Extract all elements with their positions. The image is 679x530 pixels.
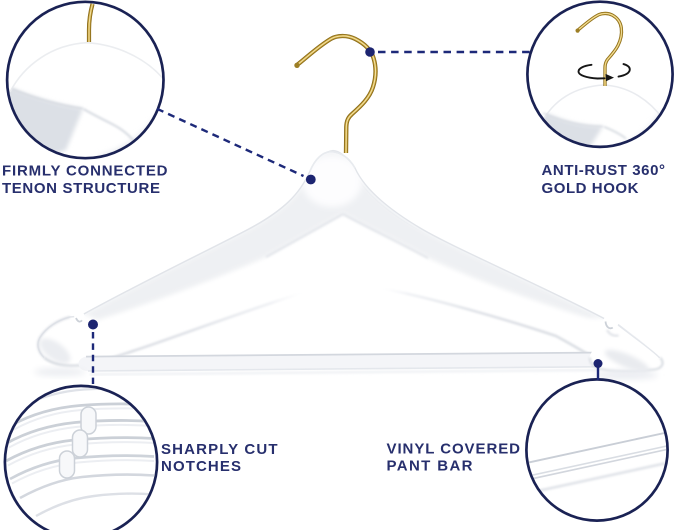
svg-text:VINYL COVERED: VINYL COVERED: [387, 441, 521, 458]
svg-text:PANT BAR: PANT BAR: [387, 458, 473, 475]
svg-text:SHARPLY CUT: SHARPLY CUT: [161, 441, 278, 458]
svg-text:TENON STRUCTURE: TENON STRUCTURE: [2, 180, 160, 197]
svg-text:FIRMLY CONNECTED: FIRMLY CONNECTED: [2, 163, 168, 180]
svg-text:NOTCHES: NOTCHES: [161, 458, 241, 475]
svg-text:ANTI-RUST 360°: ANTI-RUST 360°: [542, 162, 666, 179]
svg-text:GOLD HOOK: GOLD HOOK: [542, 180, 639, 197]
